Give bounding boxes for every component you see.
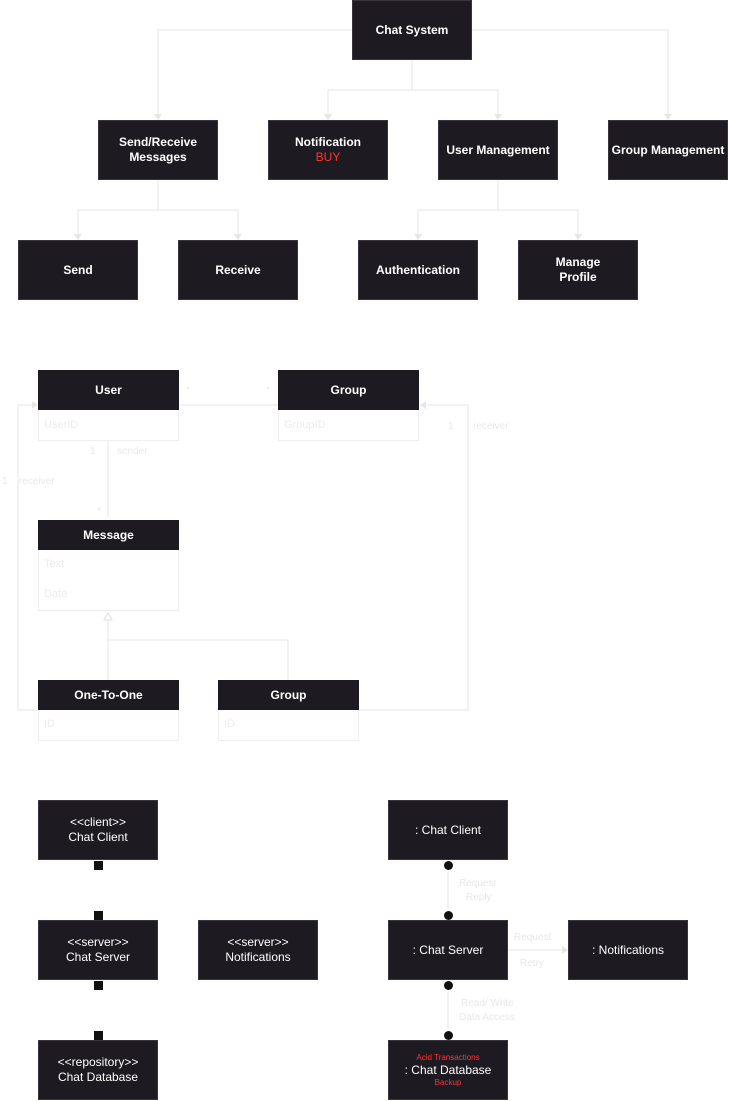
repository-component-name: Chat Database (57, 1070, 139, 1084)
chat-client-instance-label: : Chat Client (414, 822, 482, 837)
manage-profile-label: Manage Profile (555, 255, 601, 284)
server-connector-dot-bottom (444, 981, 453, 990)
message-class-header[interactable]: Message (38, 520, 179, 550)
user-class-name: User (95, 383, 122, 397)
notifications-instance[interactable]: : Notifications (568, 920, 688, 980)
message-attr-text: Text (44, 558, 65, 570)
group-message-class-name: Group (270, 688, 307, 702)
one-to-one-class-header[interactable]: One-To-One (38, 680, 179, 710)
user-attr-id: UserID (44, 419, 79, 431)
notif-retry-label: Retry (520, 958, 544, 969)
chat-system-label: Chat System (375, 22, 449, 37)
authentication-node[interactable]: Authentication (358, 240, 478, 300)
server-component[interactable]: <<server>> Chat Server (38, 920, 158, 980)
notifications-component-name: Notifications (225, 950, 291, 964)
read-write-label: Read/ Write (461, 998, 514, 1009)
client-component[interactable]: <<client>> Chat Client (38, 800, 158, 860)
message-attr-date: Date (44, 588, 68, 600)
server-connector-dot-top (444, 911, 453, 920)
group-message-class-header[interactable]: Group (218, 680, 359, 710)
server-port-bottom (94, 981, 103, 990)
notifications-component[interactable]: <<server>> Notifications (198, 920, 318, 980)
data-access-label: Data Access (459, 1012, 515, 1023)
send-receive-node[interactable]: Send/Receive Messages (98, 120, 218, 180)
role-sender: sender (117, 446, 148, 457)
chat-server-instance[interactable]: : Chat Server (388, 920, 508, 980)
client-stereotype: <<client>> (69, 815, 127, 829)
repository-stereotype: <<repository>> (57, 1055, 139, 1069)
mult-receiver-left-one: 1 (2, 476, 8, 487)
group-attr-id: GroupID (284, 419, 326, 431)
user-class-header[interactable]: User (38, 370, 179, 410)
message-class-name: Message (83, 528, 134, 542)
notifications-stereotype: <<server>> (227, 935, 289, 949)
notification-buy-tag: BUY (315, 150, 341, 164)
receive-node[interactable]: Receive (178, 240, 298, 300)
chat-database-instance[interactable]: Acid Transactions : Chat Database Backup (388, 1040, 508, 1100)
role-receiver-left: receiver (19, 476, 55, 487)
manage-profile-node[interactable]: Manage Profile (518, 240, 638, 300)
group-management-node[interactable]: Group Management (608, 120, 728, 180)
notifications-instance-label: : Notifications (591, 942, 665, 957)
client-connector-dot (444, 861, 453, 870)
chat-client-instance[interactable]: : Chat Client (388, 800, 508, 860)
client-component-name: Chat Client (68, 830, 128, 844)
server-port-top (94, 911, 103, 920)
group-management-label: Group Management (611, 142, 725, 157)
server-stereotype: <<server>> (67, 935, 129, 949)
server-component-name: Chat Server (65, 950, 131, 964)
backup-note: Backup (434, 1077, 462, 1087)
authentication-label: Authentication (376, 262, 460, 277)
group-class-header[interactable]: Group (278, 370, 419, 410)
mult-receiver-right-one: 1 (448, 421, 454, 432)
chat-server-instance-label: : Chat Server (412, 942, 484, 957)
notif-request-label: Request (514, 932, 552, 943)
mult-user-star: * (186, 385, 190, 396)
notification-label: Notification (295, 135, 361, 149)
request-label: Request (459, 878, 497, 889)
chat-system-node[interactable]: Chat System (352, 0, 472, 60)
chat-database-instance-label: : Chat Database (404, 1062, 492, 1077)
group-class-name: Group (330, 383, 367, 397)
mult-sender-one: 1 (90, 446, 96, 457)
repository-port (94, 1031, 103, 1040)
send-node[interactable]: Send (18, 240, 138, 300)
group-message-attr-id: ID (224, 718, 235, 730)
send-label: Send (63, 262, 93, 277)
role-receiver-right: receiver (473, 421, 509, 432)
repository-component[interactable]: <<repository>> Chat Database (38, 1040, 158, 1100)
notification-node[interactable]: Notification BUY (268, 120, 388, 180)
acid-transactions-note: Acid Transactions (416, 1052, 480, 1062)
one-to-one-attr-id: ID (44, 718, 55, 730)
user-management-node[interactable]: User Management (438, 120, 558, 180)
receive-label: Receive (215, 262, 261, 277)
send-receive-label: Send/Receive Messages (118, 135, 198, 164)
user-management-label: User Management (446, 142, 550, 157)
one-to-one-class-name: One-To-One (74, 688, 143, 702)
reply-label: Reply (466, 892, 492, 903)
client-port (94, 861, 103, 870)
database-connector-dot (444, 1031, 453, 1040)
mult-group-star: * (266, 385, 270, 396)
mult-message-star: * (97, 506, 101, 517)
